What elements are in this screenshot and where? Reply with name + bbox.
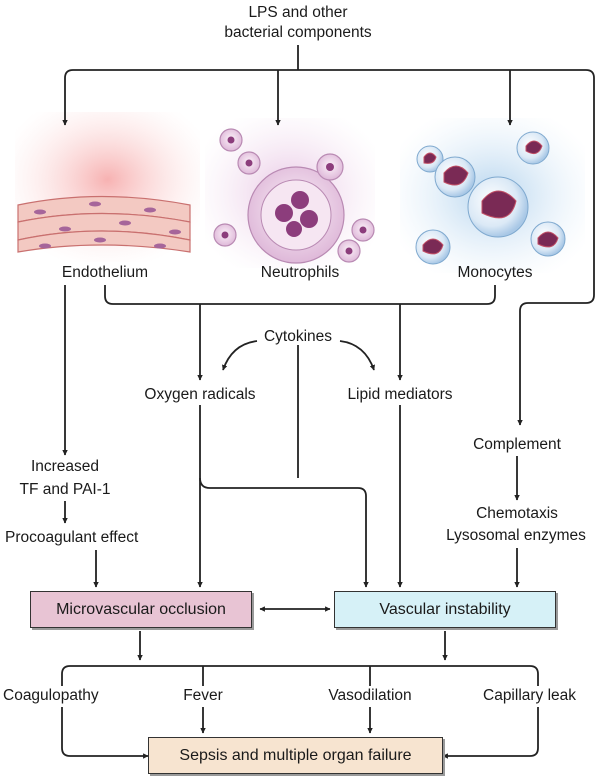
outcome-capillary-leak: Capillary leak xyxy=(483,687,577,704)
chemotaxis-label: Chemotaxis xyxy=(476,505,558,522)
outcome-fever: Fever xyxy=(183,687,223,704)
outcome-coagulopathy: Coagulopathy xyxy=(3,687,99,704)
endothelium-illustration xyxy=(15,112,200,262)
monocytes-label: Monocytes xyxy=(457,264,533,281)
connector-lines xyxy=(61,45,595,759)
neutrophils-illustration xyxy=(205,118,375,268)
source-line-2: bacterial components xyxy=(224,24,372,41)
complement-label: Complement xyxy=(473,436,561,453)
lipid-mediators-label: Lipid mediators xyxy=(347,386,453,403)
lysosomal-enzymes-label: Lysosomal enzymes xyxy=(446,527,586,544)
outcome-vasodilation: Vasodilation xyxy=(328,687,412,704)
microvascular-occlusion-box: Microvascular occlusion xyxy=(30,591,252,628)
sepsis-box: Sepsis and multiple organ failure xyxy=(148,737,443,774)
increased-label: Increased xyxy=(30,458,100,475)
endothelium-label: Endothelium xyxy=(61,264,149,281)
cytokines-label: Cytokines xyxy=(263,328,333,345)
tf-pai-label: TF and PAI-1 xyxy=(19,481,111,498)
vascular-instability-box: Vascular instability xyxy=(334,591,556,628)
source-label: LPS and other bacterial components xyxy=(198,3,398,43)
oxygen-radicals-label: Oxygen radicals xyxy=(144,386,256,403)
neutrophils-label: Neutrophils xyxy=(260,264,340,281)
source-line-1: LPS and other xyxy=(248,4,348,21)
monocytes-illustration xyxy=(400,118,585,273)
procoagulant-label: Procoagulant effect xyxy=(5,529,139,546)
